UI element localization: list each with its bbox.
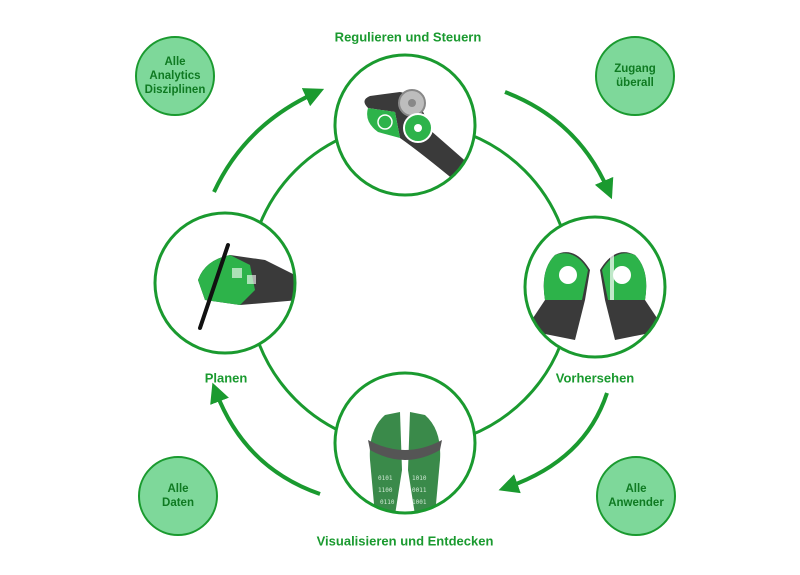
stage-node-planen [153,211,297,355]
badge-alle-anwender-text: Alle Anwender [608,483,664,509]
stage-label-regulieren: Regulieren und Steuern [334,29,482,45]
stage-node-regulieren [333,53,477,197]
stage-label-vorhersehen: Vorhersehen [555,370,635,386]
arrow-vorhersehen-to-visualisieren [498,392,609,494]
badge-alle-anwender: Alle Anwender [596,456,676,536]
stage-node-visualisieren: 0101 1010 1100 0011 0110 1001 [333,371,477,515]
badge-alle-daten: Alle Daten [138,456,218,536]
cupped-hands-binary-icon: 0101 1010 1100 0011 0110 1001 [368,412,442,513]
badge-analytics-disziplinen: Alle Analytics Disziplinen [135,36,215,116]
arrow-planen-to-regulieren [212,88,325,193]
stage-label-planen: Planen [204,370,248,386]
hands-binoculars-icon [525,252,665,340]
svg-text:1001: 1001 [412,499,427,506]
badge-zugang-ueberall: Zugang überall [595,36,675,116]
hand-pen-puzzle-icon [198,243,295,330]
badge-zugang-ueberall-text: Zugang überall [614,63,656,89]
svg-text:0110: 0110 [380,499,395,506]
stage-node-vorhersehen [523,215,667,359]
svg-text:0011: 0011 [412,487,427,494]
svg-text:1100: 1100 [378,487,393,494]
svg-text:0101: 0101 [378,475,393,482]
hand-gears-icon [364,89,470,185]
stage-label-visualisieren: Visualisieren und Entdecken [316,533,494,549]
arrow-regulieren-to-vorhersehen [504,90,614,200]
arrow-visualisieren-to-planen [210,382,321,496]
badge-alle-daten-text: Alle Daten [162,483,194,509]
svg-text:1010: 1010 [412,475,427,482]
badge-analytics-disziplinen-text: Alle Analytics Disziplinen [144,56,206,96]
